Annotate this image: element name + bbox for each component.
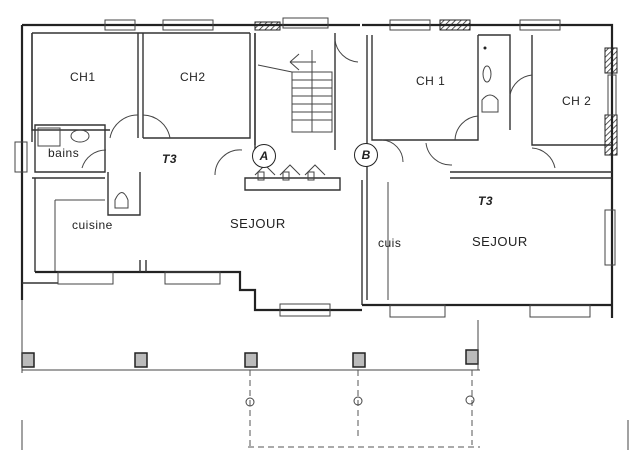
room-label-bedroom2-left: CH2 (180, 70, 206, 84)
room-label-living-right: SEJOUR (472, 234, 528, 249)
pillar (465, 349, 479, 365)
stairs (257, 50, 333, 133)
left-unit-walls (14, 17, 362, 317)
room-label-bedroom1-left: CH1 (70, 70, 96, 84)
room-label-living-left: SEJOUR (230, 216, 286, 231)
room-label-kitchen-left: cuisine (72, 218, 113, 232)
pillar (352, 352, 366, 368)
terrace (21, 300, 629, 450)
room-label-bedroom2-right: CH 2 (562, 94, 592, 108)
room-label-bedroom1-right: CH 1 (416, 74, 446, 88)
unit-type-label-right: T3 (478, 194, 494, 208)
pillar (21, 352, 35, 368)
arrow-left-icon (289, 53, 316, 71)
unit-type-label-left: T3 (162, 152, 178, 166)
pillar (244, 352, 258, 368)
room-label-bathroom-left: bains (48, 146, 80, 160)
entrance-marker-b: B (354, 143, 378, 167)
stair-core (244, 33, 359, 191)
pillar (134, 352, 148, 368)
right-unit-walls (361, 19, 618, 318)
room-label-kitchen-right: cuis (378, 236, 402, 250)
entrance-marker-a: A (252, 144, 276, 168)
